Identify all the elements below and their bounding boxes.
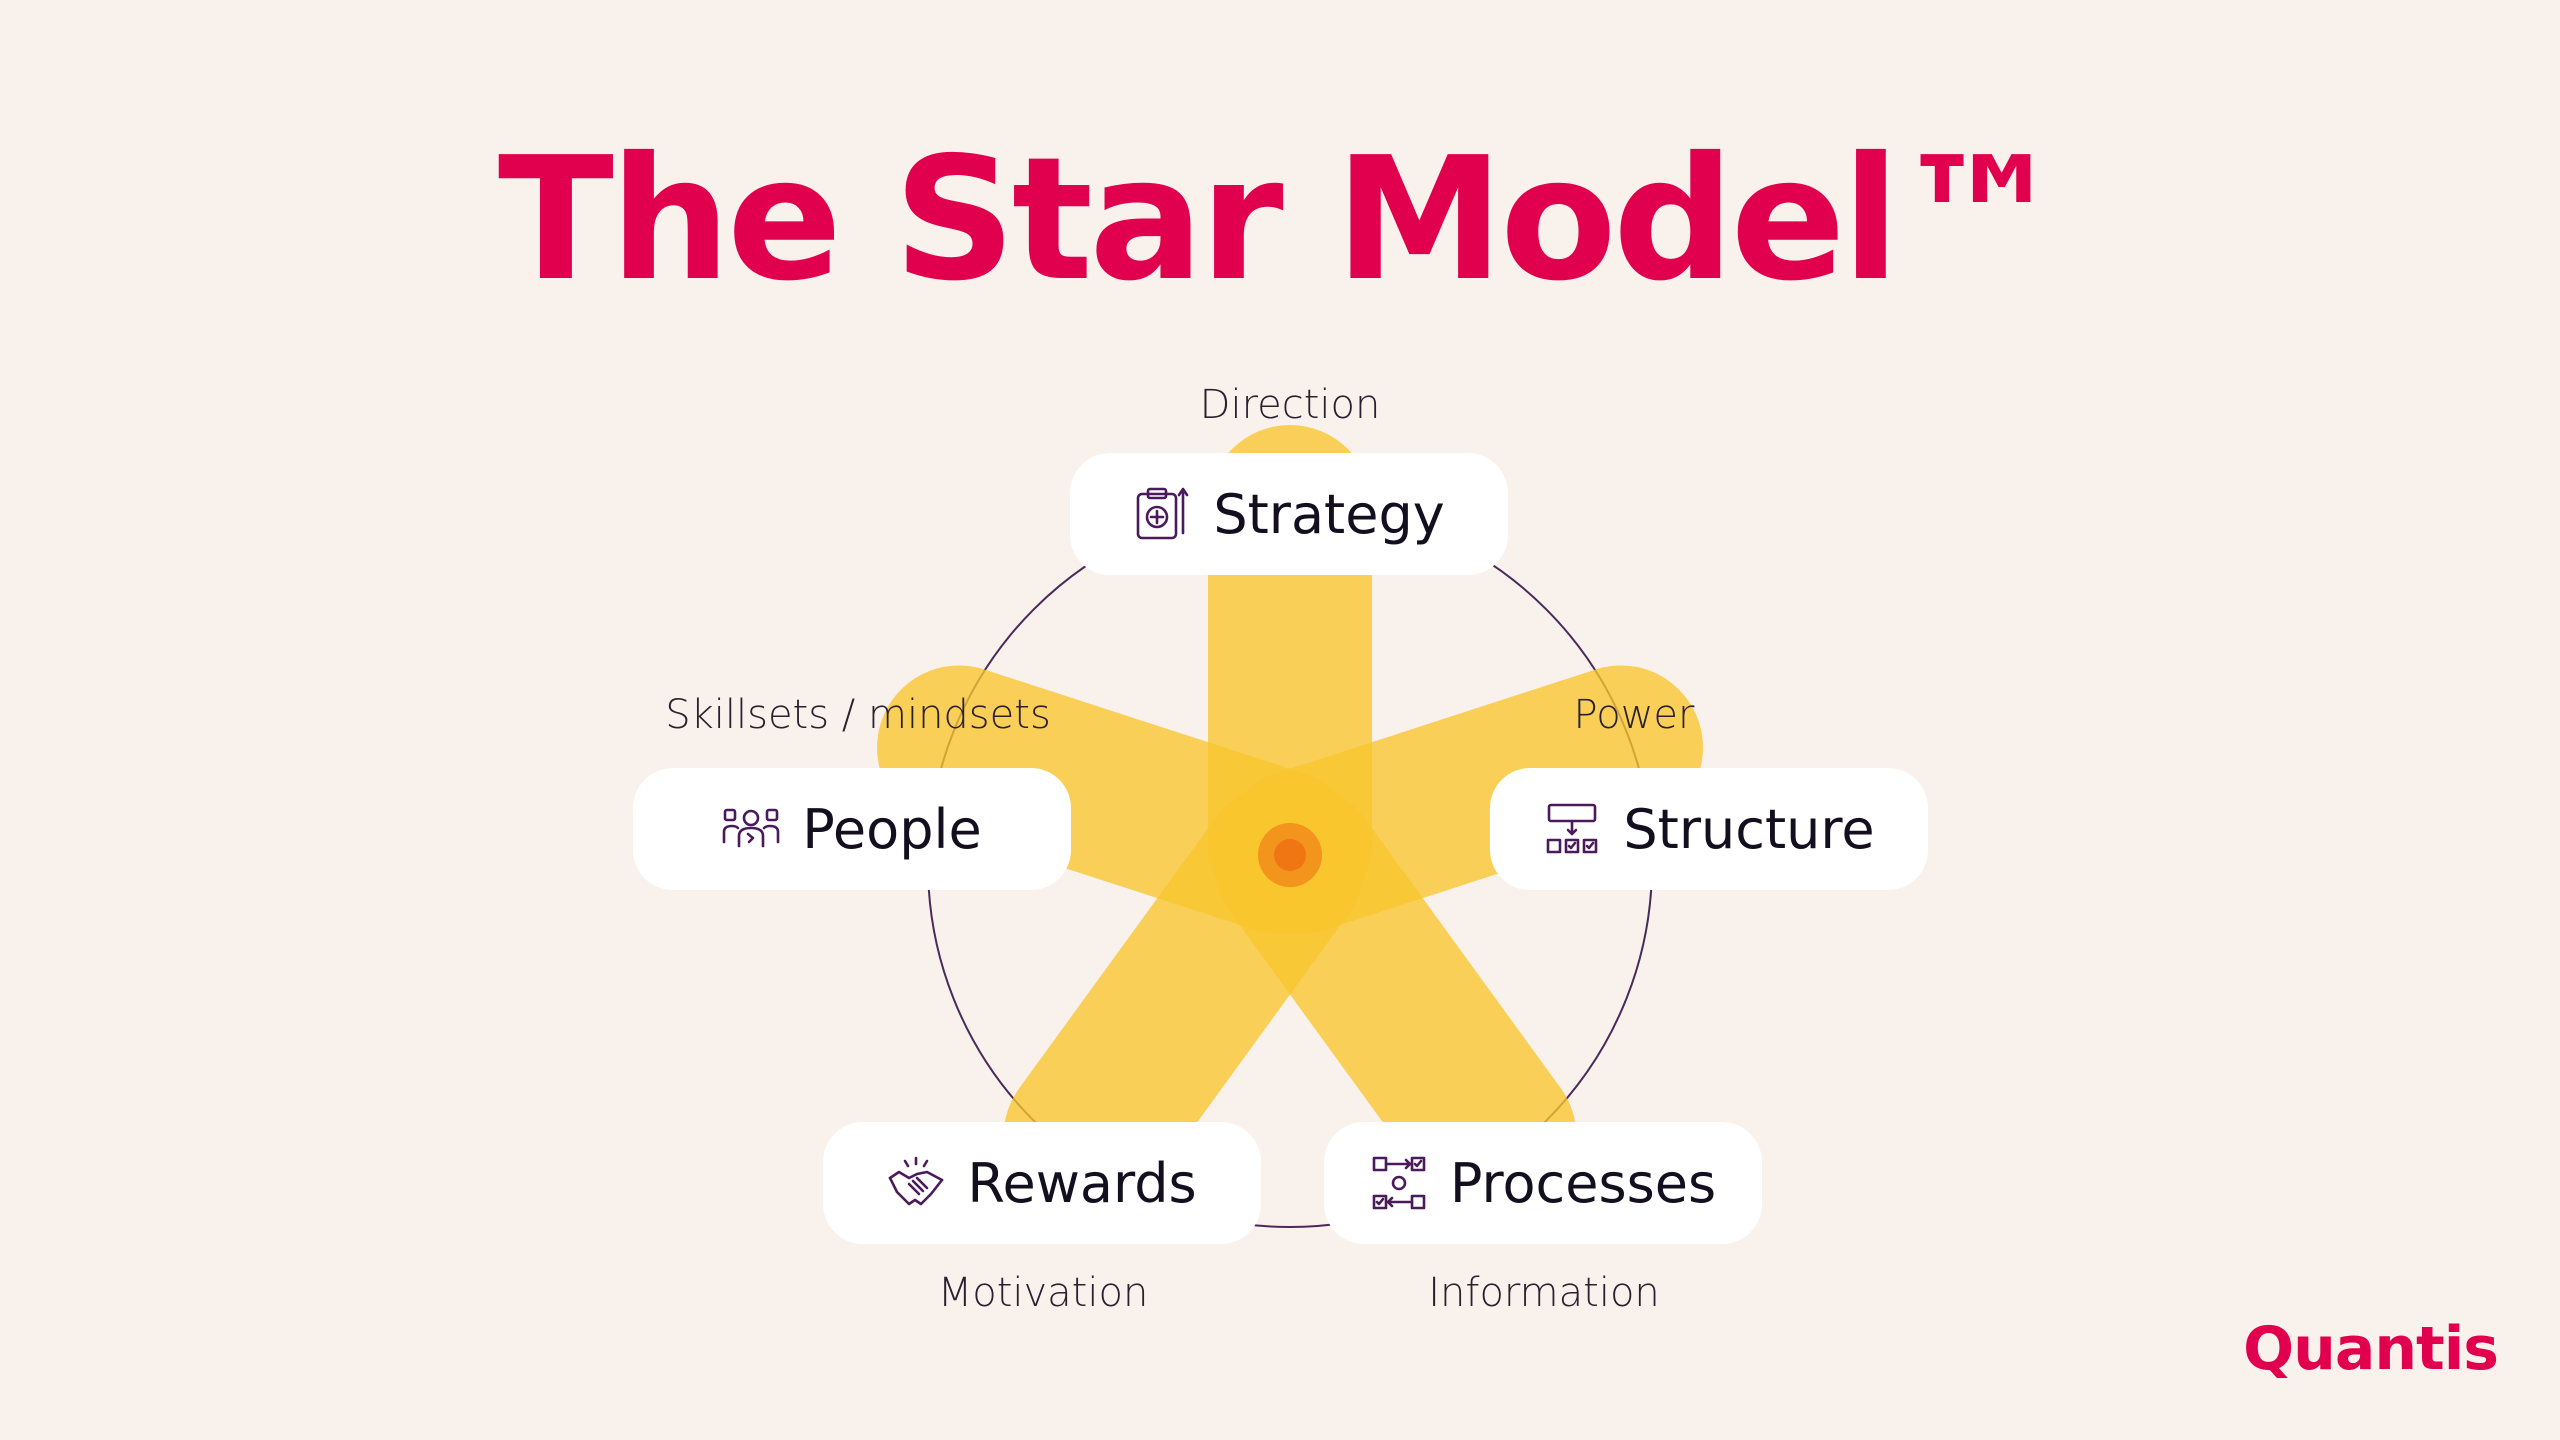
clipboard-target-icon	[1137, 487, 1189, 540]
node-structure-label: Structure	[1623, 797, 1875, 861]
process-flow-icon	[1372, 1156, 1426, 1210]
caption-power: Power	[1573, 692, 1695, 738]
star-arm-people	[877, 665, 1361, 934]
caption-motivation: Motivation	[937, 1270, 1149, 1316]
handshake-icon	[889, 1156, 944, 1206]
page-title: The Star Model™	[497, 121, 2066, 319]
caption-skillsets-mindsets: Skillsets / mindsets	[665, 692, 1051, 738]
node-rewards[interactable]: Rewards	[823, 1122, 1261, 1244]
node-processes[interactable]: Processes	[1324, 1122, 1762, 1244]
star-center	[1258, 823, 1322, 887]
node-people[interactable]: People	[633, 768, 1071, 890]
quantis-logo: Quantis	[2243, 1314, 2499, 1384]
node-structure[interactable]: Structure	[1490, 768, 1928, 890]
node-rewards-label: Rewards	[967, 1151, 1197, 1215]
node-people-label: People	[802, 797, 982, 861]
node-strategy-label: Strategy	[1213, 482, 1445, 546]
caption-direction: Direction	[1199, 382, 1381, 428]
team-icon	[722, 808, 780, 848]
org-chart-icon	[1547, 803, 1598, 854]
node-strategy[interactable]: Strategy	[1070, 453, 1508, 575]
node-processes-label: Processes	[1449, 1151, 1717, 1215]
caption-information: Information	[1428, 1270, 1660, 1316]
